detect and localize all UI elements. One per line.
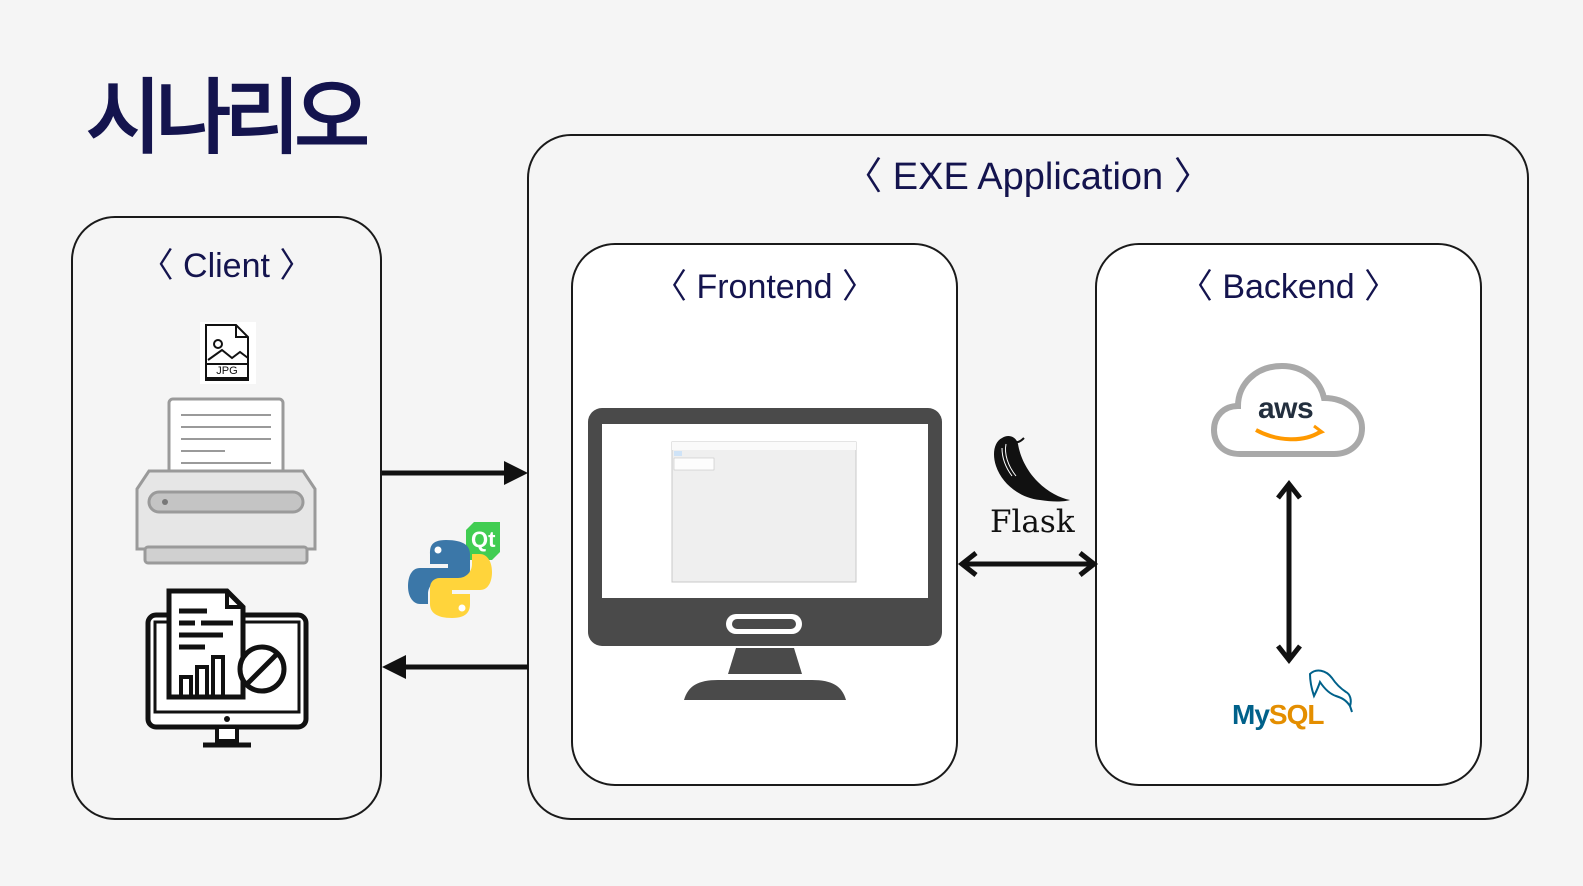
arrow-exe-to-client (382, 655, 528, 679)
mysql-my-text: My (1232, 699, 1270, 730)
arrow-aws-mysql (1276, 479, 1302, 665)
mysql-dolphin-icon (1308, 669, 1353, 713)
printer-icon (135, 397, 317, 565)
flask-logo (994, 436, 1070, 502)
aws-label: aws (1258, 392, 1314, 425)
exe-application-label: 〈 EXE Application 〉 (844, 156, 1212, 198)
client-label: 〈 Client 〉 (139, 247, 314, 285)
mysql-logo: MySQL (1232, 699, 1325, 731)
arrow-client-to-exe (382, 461, 528, 485)
qt-text: Qt (471, 527, 496, 552)
page-title: 시나리오 (86, 71, 370, 166)
monitor-icon (588, 408, 942, 700)
report-monitor-icon (145, 588, 309, 748)
python-qt-logo (408, 522, 500, 618)
frontend-label: 〈 Frontend 〉 (653, 268, 876, 306)
mysql-sql-text: SQL (1268, 699, 1325, 730)
flask-label: Flask (990, 504, 1075, 540)
aws-cloud-logo (1210, 362, 1366, 457)
jpg-label: JPG (216, 365, 238, 377)
backend-label: 〈 Backend 〉 (1178, 268, 1399, 306)
arrow-frontend-backend (957, 551, 1099, 577)
jpg-file-icon (200, 322, 256, 384)
